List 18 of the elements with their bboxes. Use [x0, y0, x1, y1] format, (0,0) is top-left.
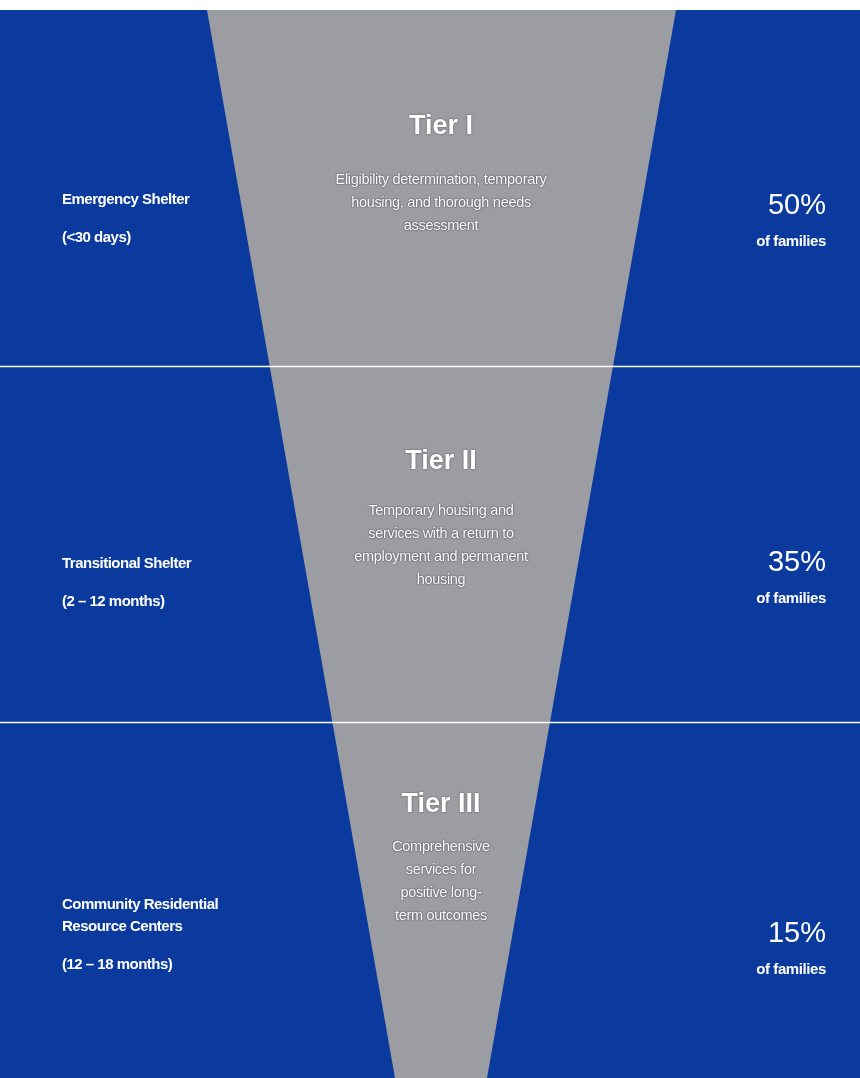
- unit-label: of families: [756, 232, 826, 249]
- shelter-type-label: Emergency Shelter: [62, 189, 191, 209]
- tier-heading: Tier II: [405, 445, 477, 476]
- tier-description: Comprehensive services for positive long-term outcomes: [391, 837, 491, 925]
- unit-label: of families: [756, 589, 826, 606]
- percentage-value: 50%: [767, 188, 826, 221]
- shelter-type-label: Transitional Shelter: [62, 553, 193, 573]
- shelter-type-label: Community Residential Resource Centers: [62, 894, 220, 936]
- duration-label: (12 – 18 months): [62, 955, 173, 972]
- tier-heading: Tier I: [409, 110, 473, 141]
- duration-label: (<30 days): [62, 228, 131, 245]
- unit-label: of families: [756, 960, 826, 977]
- tier-description: Temporary housing and services with a return to employment and permanent housing: [353, 501, 529, 589]
- percentage-value: 15%: [767, 916, 826, 949]
- duration-label: (2 – 12 months): [62, 592, 165, 609]
- tier-heading: Tier III: [401, 788, 481, 819]
- tier-description: Eligibility determination, temporary housing, and thorough needs assessment: [334, 170, 548, 235]
- percentage-value: 35%: [767, 545, 826, 578]
